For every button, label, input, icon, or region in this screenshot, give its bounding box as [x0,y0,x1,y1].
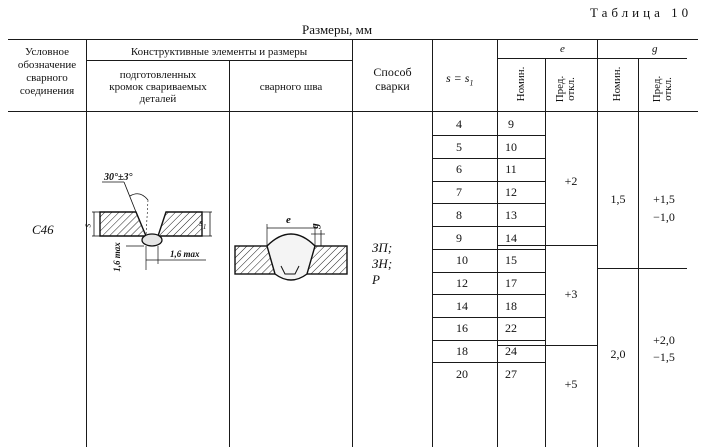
row-divider [432,317,545,318]
header-s: s = s1 [446,71,473,87]
col-div-1 [86,39,87,447]
col-div-2 [229,60,230,447]
table-row-s: 5 [456,139,462,154]
g-dev-2b: −1,5 [653,350,675,364]
seam-e-label: e [286,214,291,226]
drawing-max1-label: 1,6 max [111,242,122,272]
e-dev-2: +3 [564,287,578,301]
header-g: g [652,43,658,55]
table-row-s: 16 [456,321,468,336]
header-edges-2: кромок свариваемых [109,81,207,93]
row-divider [432,226,545,227]
table-row-s: 9 [456,230,462,245]
row-divider [432,135,545,136]
e-dev-3: +5 [564,377,578,391]
table-row-s: 7 [456,185,462,200]
table-row-s: 12 [456,275,468,290]
table-row-s: 20 [456,366,468,381]
col-div-3 [352,39,353,447]
table-row-e: 15 [505,253,517,268]
rule-header-bottom [8,111,698,112]
table-row-e: 24 [505,344,517,358]
table-row-e: 22 [505,321,517,336]
row-divider [432,294,545,295]
edev-sep-1 [497,245,597,246]
g-nominal-1: 1,5 [610,192,626,206]
table-row-e: 18 [505,298,517,313]
header-e-nominal: Номин. [515,66,527,102]
weld-seam-drawing [234,224,348,281]
method-2: ЗН; [372,256,393,271]
col-div-8 [638,58,639,447]
table-row-e: 12 [505,185,517,200]
table-row-e: 10 [505,139,517,154]
drawing-angle-label: 30°±3° [104,172,133,183]
table-row-e: 17 [505,275,517,290]
g-nominal-2: 2,0 [610,347,626,361]
header-e-deviation: Пред. откл. [554,75,577,103]
row-divider [432,249,545,250]
row-divider [432,340,545,341]
g-dev-1b: −1,0 [653,210,675,224]
table-row-e: 13 [505,207,517,222]
table-row-s: 14 [456,298,468,313]
header-designation-2: обозначение [17,59,77,71]
rule-eg [497,58,687,59]
header-constructive: Конструктивные элементы и размеры [130,46,308,58]
table-row-e: 14 [505,230,517,245]
header-method-2: сварки [375,79,410,93]
row-divider [432,203,545,204]
table-row-e: 27 [505,366,517,381]
g-dev-2a: +2,0 [653,333,675,347]
e-dev-1: +2 [564,174,578,188]
drawing-s1-sub: 1 [202,223,207,231]
col-div-4 [432,39,433,447]
method-3: Р [372,272,380,287]
row-divider [432,272,545,273]
header-s-label: s = s [446,71,470,85]
row-divider [432,362,545,363]
header-e: e [560,43,565,55]
row-divider [432,158,545,159]
drawing-s-label: s [82,223,94,228]
header-edges-1: подготовленных [119,69,197,81]
edge-preparation-drawing [92,181,212,270]
header-method-1: Способ [373,65,412,79]
table-row-s: 4 [456,117,462,131]
col-div-6 [545,58,546,447]
header-s-sub: 1 [469,78,474,88]
rule-constructive [86,60,352,61]
header-seam: сварного шва [259,81,323,93]
drawing-s1-label: s1 [199,218,206,231]
method-1: ЗП; [372,240,393,255]
header-designation-3: сварного [26,72,68,84]
table-row-e: 9 [508,117,514,131]
gdev-sep-1 [597,268,687,269]
table-row-e: 11 [505,162,517,177]
header-designation-1: Условное [25,46,69,58]
edev-sep-2 [497,345,597,346]
header-edges-3: деталей [139,93,177,105]
col-div-7 [597,39,598,447]
table-label: Таблица 10 [590,5,693,20]
seam-g-label: g [308,223,321,229]
table-row-s: 8 [456,207,462,222]
table-row-s: 18 [456,344,468,358]
drawing-max2-label: 1,6 max [170,249,200,259]
dims-caption: Размеры, мм [302,22,373,37]
designation-value: С46 [32,222,54,237]
table-row-s: 10 [456,253,468,268]
g-dev-1a: +1,5 [653,192,675,206]
row-divider [432,181,545,182]
col-div-5 [497,39,498,447]
header-designation-4: соединения [19,85,75,97]
drawing-s1-main: s [199,218,203,229]
table-row-s: 6 [456,162,462,177]
header-g-deviation: Пред. откл. [651,75,674,103]
header-g-nominal: Номин. [611,66,623,102]
rule-top [8,39,698,40]
